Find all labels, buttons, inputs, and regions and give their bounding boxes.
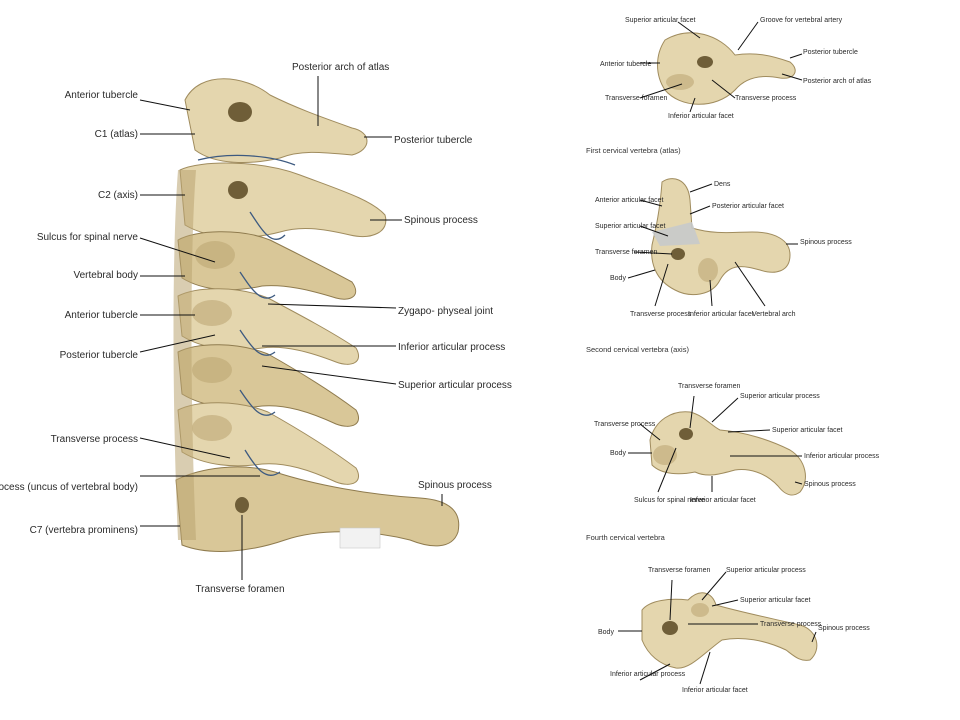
axis-label-posterior-facet: Posterior articular facet <box>712 203 784 210</box>
label-vertebral-body: Vertebral body <box>74 270 139 281</box>
atlas-label-transverse-foramen: Transverse foramen <box>605 95 667 102</box>
main-left-labels: Anterior tubercle C1 (atlas) C2 (axis) S… <box>0 90 260 536</box>
label-anterior-tubercle: Anterior tubercle <box>65 90 139 101</box>
atlas-label-anterior-tubercle: Anterior tubercle <box>600 61 651 68</box>
c7-label-inferior-process: Inferior articular process <box>610 671 686 678</box>
label-anterior-tubercle-2: Anterior tubercle <box>65 310 139 321</box>
atlas-label-inferior-facet: Inferior articular facet <box>668 113 734 120</box>
axis-label-anterior-facet: Anterior articular facet <box>595 197 664 204</box>
c4-label-body: Body <box>610 450 626 457</box>
axis-label-spinous-process: Spinous process <box>800 239 852 246</box>
label-c2-axis: C2 (axis) <box>98 190 138 201</box>
axis-label-body: Body <box>610 275 626 282</box>
axis-label-vertebral-arch: Vertebral arch <box>752 311 796 318</box>
label-spinous-process-2: Spinous process <box>418 480 492 491</box>
panel-axis: Dens Anterior articular facet Posterior … <box>586 178 852 354</box>
c4-label-inferior-process: Inferior articular process <box>804 453 880 460</box>
c4-label-sulcus: Sulcus for spinal nerve <box>634 497 705 504</box>
c7-label-spinous-process: Spinous process <box>818 625 870 632</box>
label-transverse-foramen-bottom: Transverse foramen <box>195 584 284 595</box>
caption-axis: Second cervical vertebra (axis) <box>586 345 689 354</box>
c4-label-transverse-process: Transverse process <box>594 421 656 428</box>
label-superior-articular-process: Superior articular process <box>398 380 512 391</box>
c7-label-transverse-foramen: Transverse foramen <box>648 567 710 574</box>
c4-label-transverse-foramen: Transverse foramen <box>678 383 740 390</box>
c7-label-transverse-process: Transverse process <box>760 621 822 628</box>
axis-label-transverse-foramen: Transverse foramen <box>595 249 657 256</box>
atlas-label-superior-facet: Superior articular facet <box>625 17 695 24</box>
axis-label-inferior-facet: Inferior articular facet <box>688 311 754 318</box>
panel-c4: Transverse foramen Superior articular pr… <box>586 383 880 542</box>
c4-label-inferior-facet: Inferior articular facet <box>690 497 756 504</box>
atlas-label-transverse-process: Transverse process <box>735 95 797 102</box>
caption-c4: Fourth cervical vertebra <box>586 533 666 542</box>
panel-atlas: Superior articular facet Groove for vert… <box>586 17 872 155</box>
c4-label-superior-facet: Superior articular facet <box>772 427 842 434</box>
label-posterior-arch-atlas: Posterior arch of atlas <box>292 62 389 73</box>
c4-label-spinous-process: Spinous process <box>804 481 856 488</box>
panel-c7: Transverse foramen Superior articular pr… <box>598 567 870 694</box>
c7-label-superior-facet: Superior articular facet <box>740 597 810 604</box>
atlas-label-groove: Groove for vertebral artery <box>760 17 843 24</box>
c7-label-body: Body <box>598 629 614 636</box>
cervical-spine-illustration <box>173 78 460 552</box>
main-right-labels: Posterior arch of atlas Posterior tuberc… <box>195 62 511 595</box>
label-transverse-process-left: Transverse process <box>51 434 138 445</box>
label-posterior-tubercle-left: Posterior tubercle <box>60 350 139 361</box>
c7-label-inferior-facet: Inferior articular facet <box>682 687 748 694</box>
label-spinous-process: Spinous process <box>404 215 478 226</box>
label-inferior-articular-process: Inferior articular process <box>398 342 505 353</box>
label-c7-prominens: C7 (vertebra prominens) <box>30 525 138 536</box>
atlas-label-posterior-arch: Posterior arch of atlas <box>803 78 872 85</box>
axis-label-superior-facet: Superior articular facet <box>595 223 665 230</box>
c4-label-superior-process: Superior articular process <box>740 393 820 400</box>
label-uncinate-process: Uncinate process (uncus of vertebral bod… <box>0 482 138 493</box>
caption-atlas: First cervical vertebra (atlas) <box>586 146 681 155</box>
label-sulcus-spinal-nerve: Sulcus for spinal nerve <box>37 232 139 243</box>
atlas-label-posterior-tubercle: Posterior tubercle <box>803 49 858 56</box>
axis-label-transverse-process: Transverse process <box>630 311 692 318</box>
c7-label-superior-process: Superior articular process <box>726 567 806 574</box>
axis-label-dens: Dens <box>714 181 731 188</box>
label-zygapophyseal-joint: Zygapo- physeal joint <box>398 306 493 317</box>
label-posterior-tubercle-right: Posterior tubercle <box>394 135 473 146</box>
label-c1-atlas: C1 (atlas) <box>95 129 138 140</box>
